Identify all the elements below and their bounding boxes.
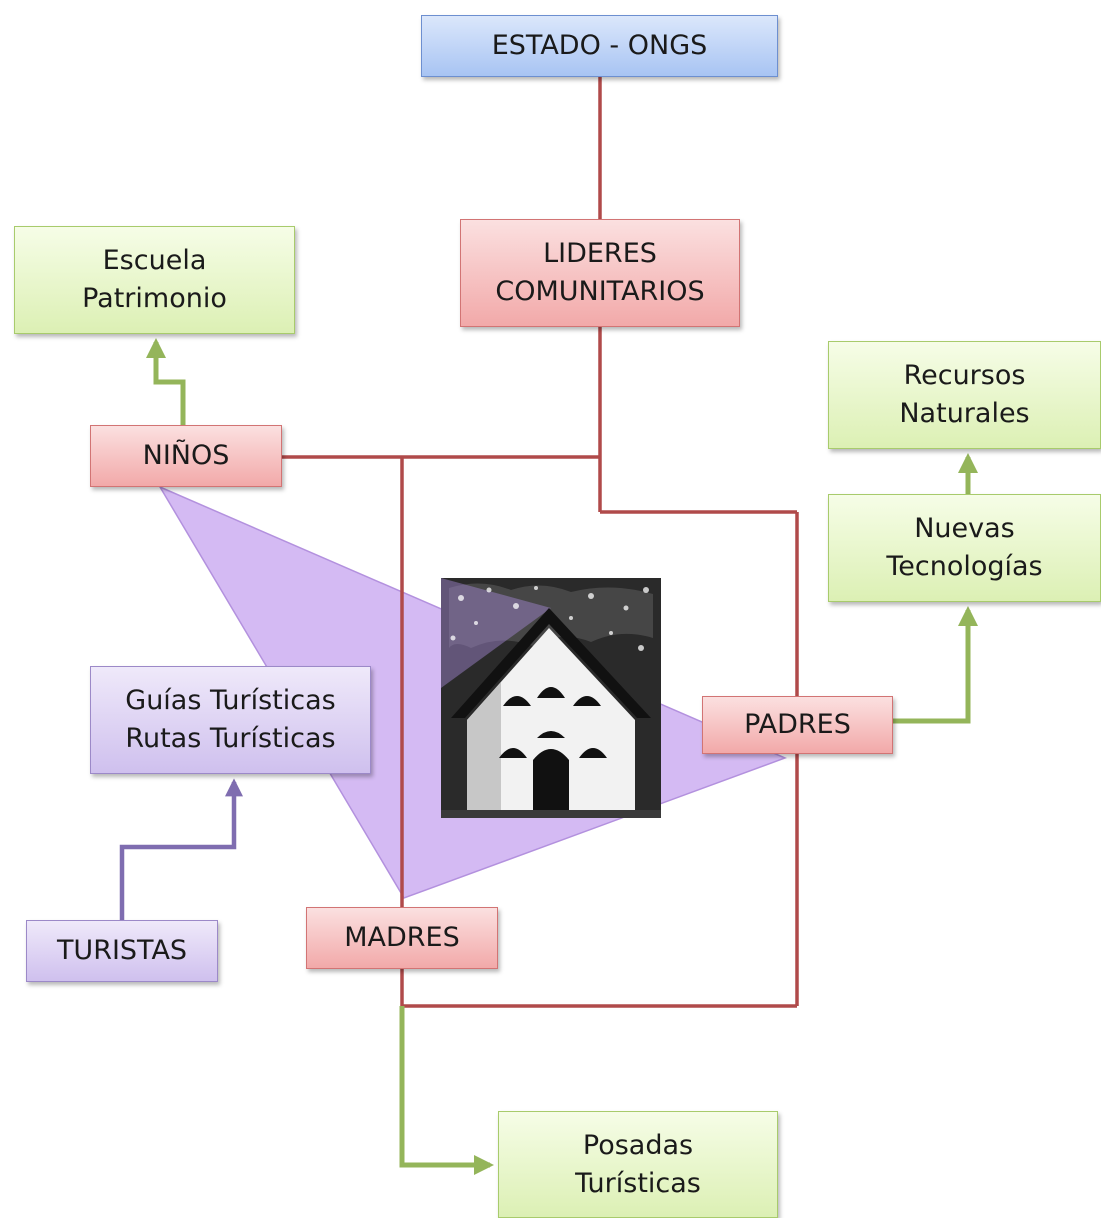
node-nuevas-line-2: Tecnologías (886, 551, 1043, 582)
arrow-ninos-escuela (146, 338, 186, 425)
node-lideres-line-2: COMUNITARIOS (495, 276, 705, 307)
arrow-padres-nuevas (893, 606, 978, 724)
node-ninos: NIÑOS (90, 425, 282, 487)
node-recursos-line-2: Naturales (899, 398, 1030, 429)
node-posadas-turisticas: Posadas Turísticas (498, 1111, 778, 1218)
node-guias-line-1: Guías Turísticas (125, 685, 336, 717)
arrow-madres-posadas (399, 1006, 494, 1175)
node-posadas-line-1: Posadas (582, 1129, 694, 1161)
node-turistas: TURISTAS (26, 920, 218, 982)
node-estado-label: ESTADO - ONGS (491, 30, 708, 62)
node-nuevas-line-1: Nuevas (914, 513, 1015, 545)
node-madres: MADRES (306, 907, 498, 969)
node-guias-rutas-turisticas: Guías Turísticas Rutas Turísticas (90, 666, 371, 774)
node-lideres-line-1: LIDERES (543, 238, 657, 270)
node-escuela-line-1: Escuela (102, 245, 207, 277)
node-lideres-comunitarios: LIDERES COMUNITARIOS (460, 219, 740, 327)
node-estado-ongs: ESTADO - ONGS (421, 15, 778, 77)
arrow-turistas-guias (119, 778, 243, 920)
house-image (441, 578, 661, 818)
node-guias-line-2: Rutas Turísticas (125, 723, 336, 754)
node-posadas-line-2: Turísticas (575, 1167, 701, 1199)
node-padres-label: PADRES (744, 709, 851, 741)
node-nuevas-tecnologias: Nuevas Tecnologías (828, 494, 1101, 602)
node-recursos-line-1: Recursos (903, 360, 1026, 392)
node-turistas-label: TURISTAS (56, 935, 188, 967)
node-recursos-naturales: Recursos Naturales (828, 341, 1101, 449)
node-madres-label: MADRES (344, 922, 460, 954)
node-padres: PADRES (702, 696, 893, 754)
node-ninos-label: NIÑOS (142, 440, 230, 472)
node-escuela-patrimonio: Escuela Patrimonio (14, 226, 295, 334)
node-escuela-line-2: Patrimonio (82, 283, 227, 314)
